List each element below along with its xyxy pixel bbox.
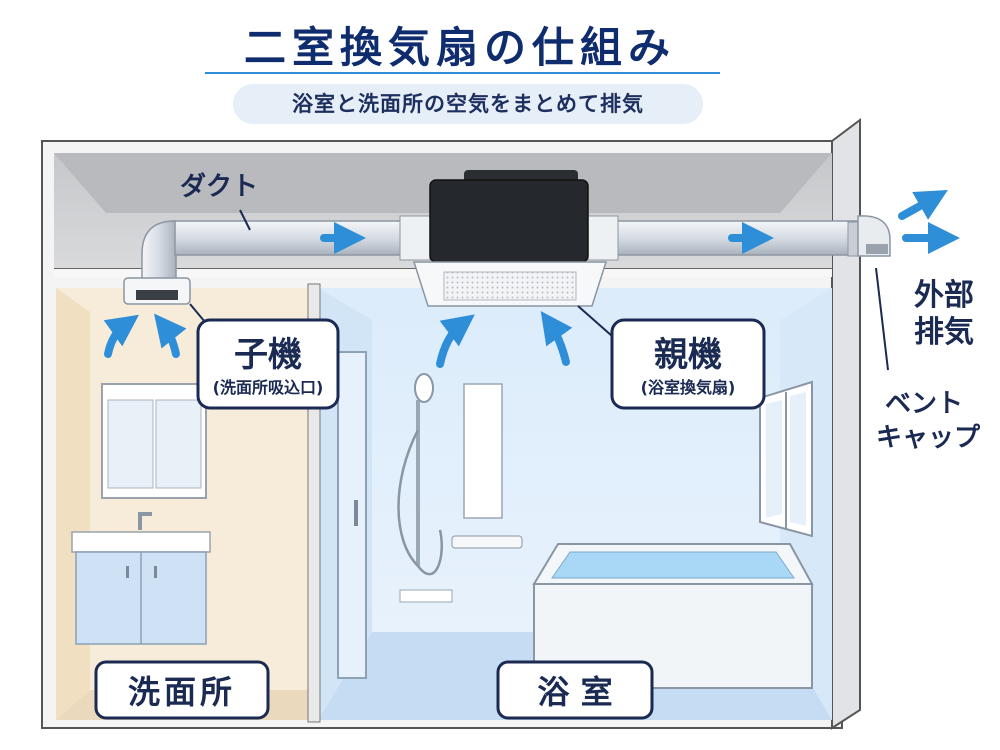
child-grille [123, 277, 191, 305]
duct-label: ダクト [180, 171, 258, 202]
washroom-intake-arrow-1 [103, 314, 140, 358]
external-exhaust-label-line1: 外部 [914, 278, 974, 313]
vent-cap-label-line2: キャップ [876, 423, 981, 453]
child-unit-sublabel: (洗面所吸込口) [213, 378, 324, 397]
diagram-subtitle: 浴室と洗面所の空気をまとめて排気 [233, 84, 703, 124]
bath-intake-arrow-1 [436, 314, 475, 368]
bathroom-label: 浴 室 [537, 673, 612, 711]
washroom-label: 洗面所 [128, 673, 236, 711]
bathroom-label-box [496, 660, 654, 720]
child-unit-label: 子機 [234, 335, 302, 375]
parent-unit-label: 親機 [654, 335, 722, 375]
parent-unit-sublabel: (浴室換気扇) [641, 378, 736, 397]
parent-fan-unit [412, 170, 608, 307]
vent-cap-label-line1: ベント [885, 389, 963, 419]
washroom-label-box [94, 660, 270, 720]
external-exhaust-label-line2: 排気 [914, 315, 974, 350]
exhaust-arrow-1 [898, 190, 948, 220]
diagram-title: 二室換気扇の仕組み [243, 23, 676, 72]
parent-unit-callout [610, 318, 766, 410]
bath-intake-arrow-2 [540, 310, 573, 366]
washroom-intake-arrow-2 [154, 313, 187, 358]
airflow-arrows [103, 190, 960, 368]
child-unit-callout [196, 318, 340, 410]
vent-cap [847, 215, 891, 371]
title-underline [205, 72, 720, 74]
